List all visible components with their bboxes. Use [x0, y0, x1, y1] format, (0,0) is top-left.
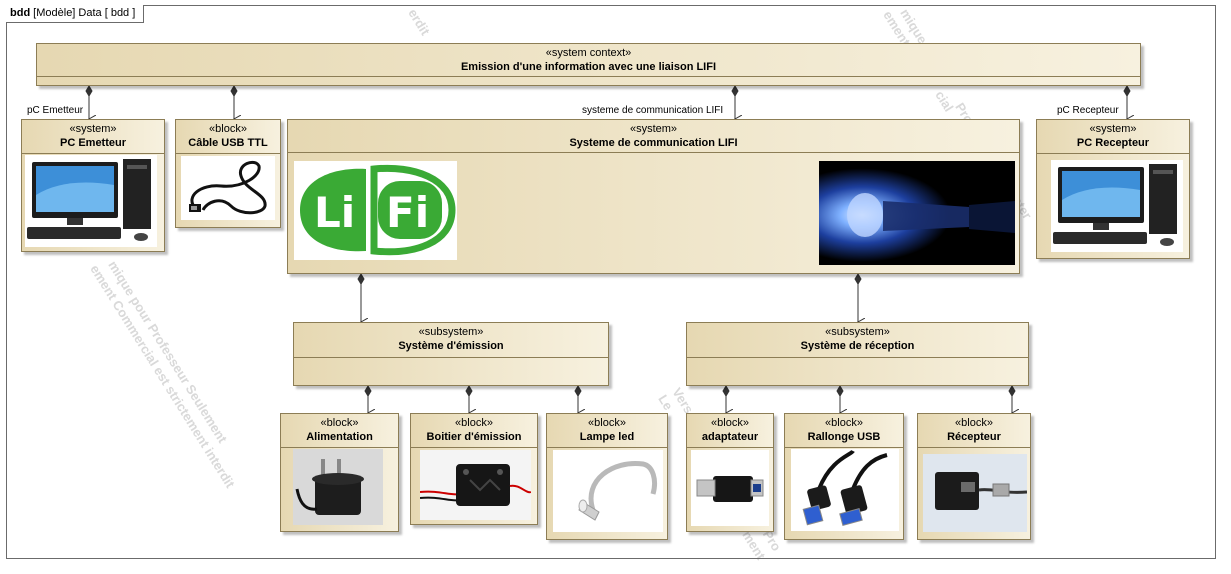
composition-diamond [836, 385, 844, 397]
block-rallonge-usb[interactable]: «block» Rallonge USB [784, 413, 904, 540]
role-label-pc-recepteur: pC Recepteur [1057, 105, 1119, 116]
block-alimentation[interactable]: «block» Alimentation [280, 413, 399, 532]
receiver-module-icon [923, 454, 1027, 532]
block-emission-subsystem[interactable]: «subsystem» Système d'émission [293, 322, 609, 386]
block-stereotype: «block» [825, 417, 863, 429]
block-stereotype: «block» [320, 417, 359, 429]
diagram-frame-tab: bdd[Modèle] Data [ bdd ] [6, 5, 145, 23]
block-stereotype: «system» [629, 123, 678, 135]
composition-diamond [574, 385, 582, 397]
frame-kind: bdd [10, 7, 31, 19]
block-lifi-system[interactable]: «system» Systeme de communication LIFI Li… [287, 119, 1020, 274]
composition-diamond [1008, 385, 1016, 397]
block-name: Système de réception [800, 340, 915, 352]
block-stereotype: «block» [455, 417, 493, 429]
lifi-logo-image: Li Fi [294, 161, 457, 260]
composition-diamond [364, 385, 372, 397]
block-boitier-emission[interactable]: «block» Boitier d'émission [410, 413, 538, 525]
block-pc-emetteur[interactable]: «system» PC Emetteur [21, 119, 165, 252]
composition-diamond [230, 85, 238, 97]
composition-diamond [722, 385, 730, 397]
computer-icon [25, 155, 157, 247]
power-adapter-icon [293, 449, 383, 525]
block-name: PC Recepteur [1076, 137, 1150, 149]
block-stereotype: «subsystem» [418, 326, 484, 338]
composition-diamond [85, 85, 93, 97]
logo-text-fi: Fi [386, 188, 429, 237]
block-lampe-led[interactable]: «block» Lampe led [546, 413, 668, 540]
block-cable-usb-ttl[interactable]: «block» Câble USB TTL [175, 119, 281, 228]
lifi-logo-icon: Li Fi [300, 164, 456, 256]
block-recepteur[interactable]: «block» Récepteur [917, 413, 1031, 540]
block-adaptateur[interactable]: «block» adaptateur [686, 413, 774, 532]
block-name: Lampe led [579, 431, 635, 443]
block-stereotype: «subsystem» [825, 326, 890, 338]
block-name: Câble USB TTL [188, 137, 268, 149]
usb-extension-cable-icon [791, 449, 899, 531]
role-label-pc-emetteur: pC Emetteur [27, 105, 84, 116]
led-bulb-icon [819, 161, 1015, 265]
role-label-lifi-system: systeme de communication LIFI [582, 105, 724, 116]
block-stereotype: «block» [711, 417, 749, 429]
usb-adapter-icon [691, 450, 769, 526]
led-lamp-icon [553, 450, 663, 532]
block-stereotype: «system context» [545, 47, 632, 59]
block-name: Boitier d'émission [426, 431, 522, 443]
block-name: Rallonge USB [807, 431, 881, 443]
block-name: Emission d'une information avec une liai… [460, 61, 717, 73]
block-stereotype: «block» [588, 417, 626, 429]
block-pc-recepteur[interactable]: «system» PC Recepteur [1036, 119, 1190, 259]
cable-icon [181, 156, 275, 220]
block-name: Alimentation [306, 431, 373, 443]
composition-diamond [731, 85, 739, 97]
block-name: Système d'émission [398, 340, 504, 352]
block-system-context[interactable]: «system context» Emission d'une informati… [36, 43, 1141, 86]
block-name: PC Emetteur [59, 137, 127, 149]
block-stereotype: «block» [955, 417, 993, 429]
block-reception-subsystem[interactable]: «subsystem» Système de réception [686, 322, 1029, 386]
emitter-box-icon [420, 450, 531, 520]
diagram-frame [6, 5, 1216, 559]
block-stereotype: «system» [69, 123, 117, 135]
composition-diamond [854, 273, 862, 285]
composition-diamond [465, 385, 473, 397]
block-name: adaptateur [701, 431, 759, 443]
block-name: Systeme de communication LIFI [569, 137, 738, 149]
composition-diamond [1123, 85, 1131, 97]
composition-diamond [357, 273, 365, 285]
led-light-image [819, 161, 1015, 265]
block-stereotype: «system» [1089, 123, 1137, 135]
block-stereotype: «block» [209, 123, 247, 135]
frame-label: [Modèle] Data [ bdd ] [33, 7, 136, 19]
block-name: Récepteur [947, 431, 1001, 443]
computer-icon [1051, 160, 1183, 252]
logo-text-li: Li [314, 188, 355, 237]
